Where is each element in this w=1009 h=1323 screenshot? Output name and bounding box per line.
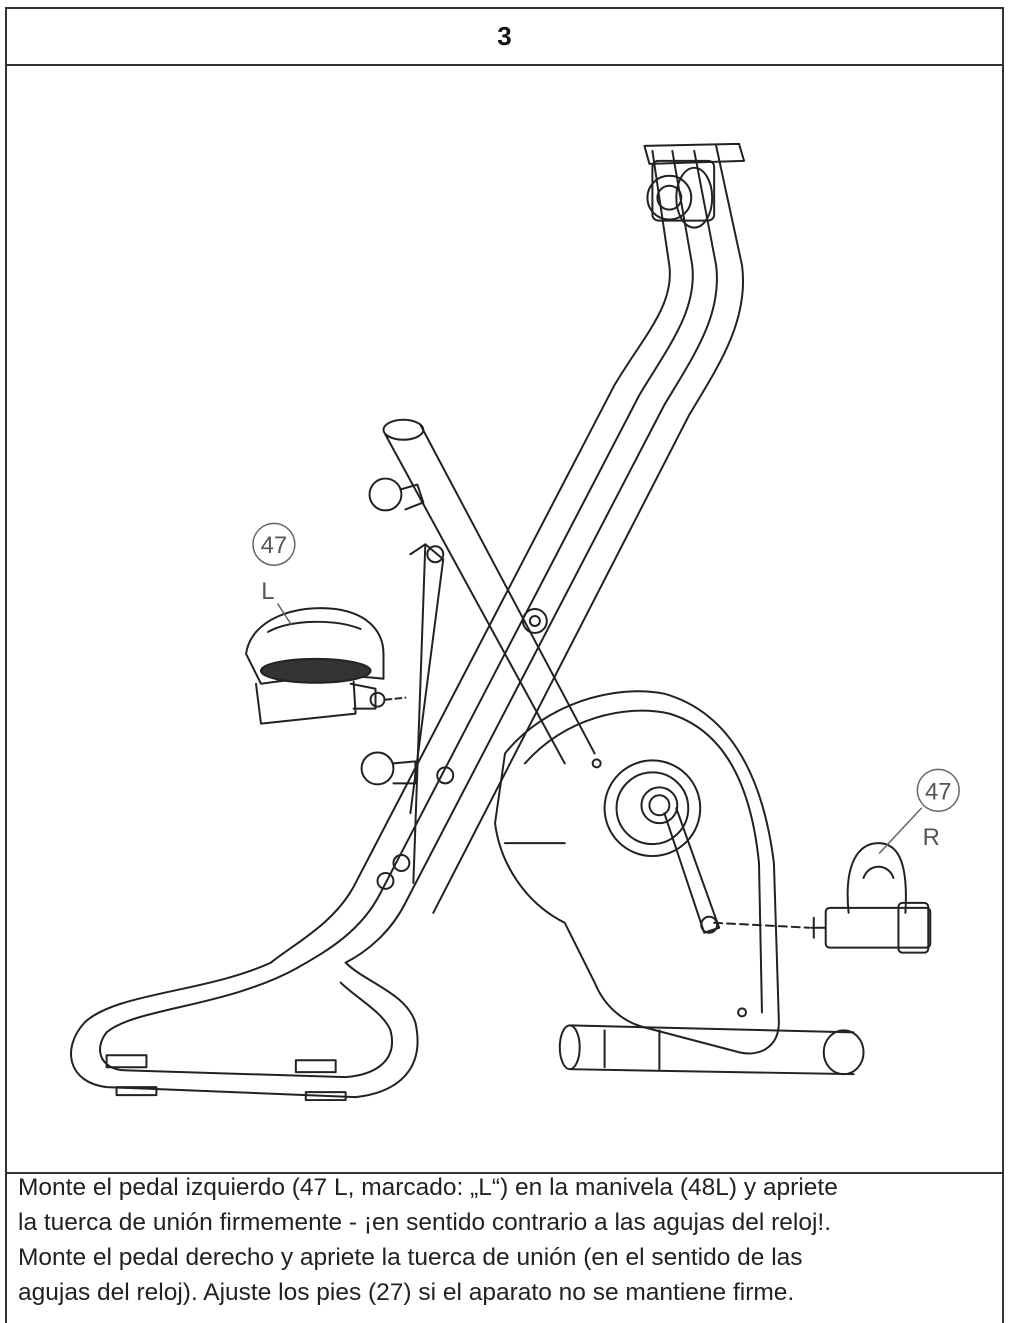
instruction-line: la tuerca de unión firmemente - ¡en sent… [18,1209,832,1236]
svg-text:47: 47 [261,532,288,559]
callout-47-right: 47 R [878,768,960,854]
tension-knob-icon [643,142,746,229]
left-pedal-icon [245,607,407,725]
main-frame-tube [269,144,745,969]
callout-47-left: 47 L [252,522,296,625]
step-number: 3 [7,9,1002,66]
instruction-line: Monte el pedal derecho y apriete la tuer… [18,1244,803,1271]
right-pedal-icon [713,842,932,954]
step-frame: 3 [5,7,1004,1323]
front-base-foot [70,961,419,1102]
svg-text:47: 47 [925,778,952,805]
front-support-bracket [360,543,455,890]
instruction-line: Monte el pedal izquierdo (47 L, marcado:… [18,1174,838,1201]
seat-post-tube [368,418,596,765]
instruction-line: agujas del reloj). Ajuste los pies (27) … [18,1279,795,1306]
svg-text:L: L [261,578,274,605]
rear-base-foot [558,1024,865,1076]
assembly-illustration: 47 L 47 R [7,64,1002,1174]
flywheel-housing [494,690,780,1055]
instructions-text: Monte el pedal izquierdo (47 L, marcado:… [18,1170,983,1310]
svg-text:R: R [923,824,940,851]
